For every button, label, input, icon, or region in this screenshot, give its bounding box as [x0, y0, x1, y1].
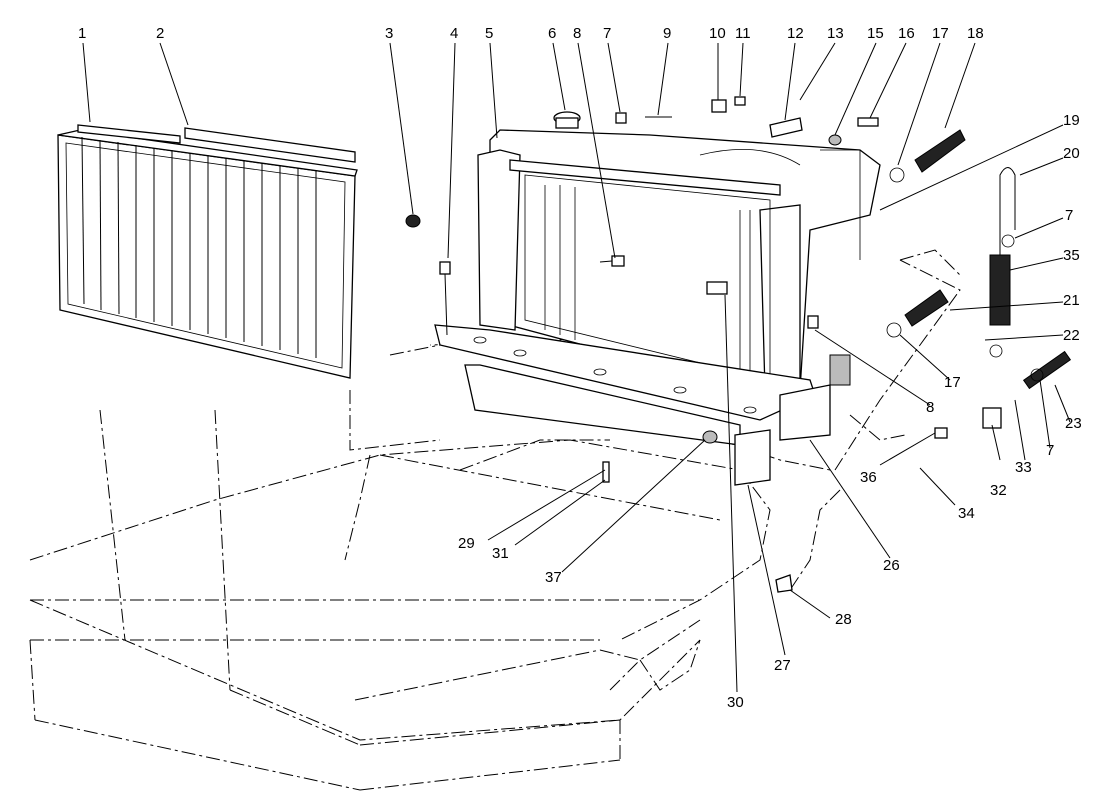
chassis-frame-outline — [29, 249, 961, 791]
callout-8-mid: 8 — [926, 399, 934, 416]
drip-tray — [464, 364, 831, 486]
upper-hose — [914, 129, 966, 173]
callout-20: 20 — [1063, 145, 1080, 162]
callout-26: 26 — [883, 557, 900, 574]
fasteners — [405, 96, 1002, 593]
callout-21: 21 — [1063, 292, 1080, 309]
callout-31: 31 — [492, 545, 509, 562]
callout-1: 1 — [78, 25, 86, 42]
callout-17-mid: 17 — [944, 374, 961, 391]
callout-3: 3 — [385, 25, 393, 42]
lower-hose — [904, 289, 949, 327]
overflow-tube — [989, 167, 1072, 390]
callout-7-bottom: 7 — [1046, 442, 1054, 459]
callout-10: 10 — [709, 25, 726, 42]
callout-2: 2 — [156, 25, 164, 42]
callout-9: 9 — [663, 25, 671, 42]
callout-12: 12 — [787, 25, 804, 42]
callout-37: 37 — [545, 569, 562, 586]
leader-lines — [82, 42, 1071, 693]
callout-5: 5 — [485, 25, 493, 42]
callout-7-right: 7 — [1065, 207, 1073, 224]
callout-35: 35 — [1063, 247, 1080, 264]
callout-6: 6 — [548, 25, 556, 42]
callout-36: 36 — [860, 469, 877, 486]
radiator-screen — [57, 129, 358, 379]
callout-22: 22 — [1063, 327, 1080, 344]
callout-4: 4 — [450, 25, 458, 42]
callout-19: 19 — [1063, 112, 1080, 129]
callout-8-top: 8 — [573, 25, 581, 42]
callout-23: 23 — [1065, 415, 1082, 432]
callout-11: 11 — [735, 25, 751, 42]
radiator-assembly — [477, 129, 881, 396]
callout-15: 15 — [867, 25, 884, 42]
screen-top-strip — [77, 124, 356, 163]
callout-7-top: 7 — [603, 25, 611, 42]
callout-16: 16 — [898, 25, 915, 42]
callout-13: 13 — [827, 25, 844, 42]
callout-34: 34 — [958, 505, 975, 522]
callout-30: 30 — [727, 694, 744, 711]
callout-labels: 1 2 3 4 5 6 8 7 9 10 11 12 13 15 16 17 1… — [78, 25, 1082, 711]
callout-18: 18 — [967, 25, 984, 42]
callout-17-top: 17 — [932, 25, 949, 42]
callout-27: 27 — [774, 657, 791, 674]
callout-28: 28 — [835, 611, 852, 628]
callout-32: 32 — [990, 482, 1007, 499]
radiator-cap — [553, 111, 581, 129]
hose-clamp — [886, 167, 1044, 382]
callout-33: 33 — [1015, 459, 1032, 476]
callout-29: 29 — [458, 535, 475, 552]
